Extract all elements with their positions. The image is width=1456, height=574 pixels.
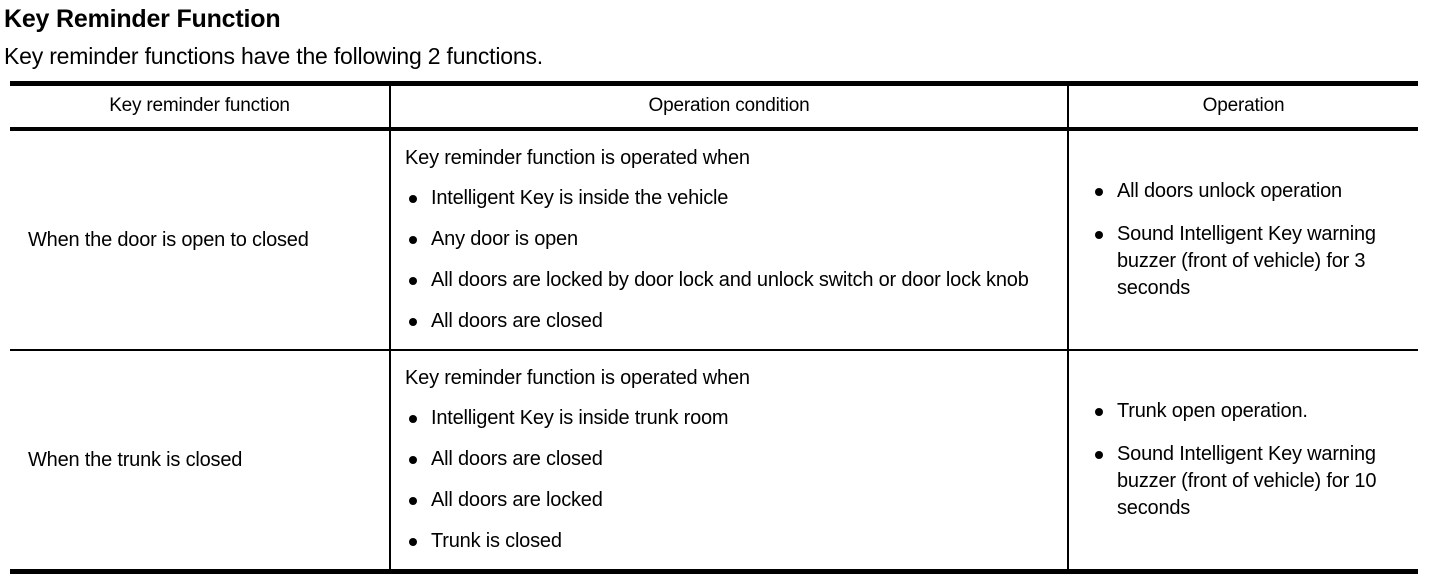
list-item: Trunk open operation. <box>1091 398 1408 425</box>
bullet-icon <box>409 538 417 546</box>
list-item-label: Intelligent Key is inside trunk room <box>431 407 729 429</box>
condition-bullet-list: Intelligent Key is inside the vehicle An… <box>405 185 1053 335</box>
column-header-operation: Operation <box>1067 86 1418 131</box>
cell-operation: All doors unlock operation Sound Intelli… <box>1067 129 1418 350</box>
list-item: All doors are locked <box>405 487 1053 514</box>
table-body: When the door is open to closed Key remi… <box>10 129 1418 569</box>
bullet-icon <box>1095 451 1103 459</box>
list-item-label: All doors unlock operation <box>1117 180 1342 202</box>
list-item-label: All doors are closed <box>431 310 603 332</box>
intro-paragraph: Key reminder functions have the followin… <box>4 43 543 69</box>
cell-operation-condition: Key reminder function is operated when I… <box>389 349 1068 569</box>
bullet-icon <box>1095 408 1103 416</box>
column-header-key-reminder-function: Key reminder function <box>10 86 390 131</box>
bullet-icon <box>409 456 417 464</box>
key-reminder-function-table: Key reminder function Operation conditio… <box>10 86 1418 569</box>
cell-operation: Trunk open operation. Sound Intelligent … <box>1067 349 1418 569</box>
bullet-icon <box>409 195 417 203</box>
column-header-operation-condition: Operation condition <box>389 86 1068 131</box>
table-row: When the door is open to closed Key remi… <box>10 129 1418 350</box>
list-item-label: Sound Intelligent Key warning buzzer (fr… <box>1117 223 1376 299</box>
list-item: Sound Intelligent Key warning buzzer (fr… <box>1091 221 1408 302</box>
bullet-icon <box>1095 231 1103 239</box>
list-item: Any door is open <box>405 226 1053 253</box>
bullet-icon <box>409 236 417 244</box>
table-row: When the trunk is closed Key reminder fu… <box>10 349 1418 569</box>
bullet-icon <box>409 497 417 505</box>
list-item: All doors unlock operation <box>1091 178 1408 205</box>
condition-bullet-list: Intelligent Key is inside trunk room All… <box>405 405 1053 555</box>
bullet-icon <box>409 318 417 326</box>
page-title: Key Reminder Function <box>4 5 281 33</box>
list-item-label: All doors are closed <box>431 448 603 470</box>
condition-lead-text: Key reminder function is operated when <box>405 147 750 169</box>
list-item: All doors are closed <box>405 446 1053 473</box>
operation-bullet-list: All doors unlock operation Sound Intelli… <box>1091 178 1408 302</box>
spec-table-container: Key reminder function Operation conditio… <box>10 81 1418 574</box>
list-item: Sound Intelligent Key warning buzzer (fr… <box>1091 441 1408 522</box>
cell-function-name: When the door is open to closed <box>28 229 309 251</box>
list-item-label: All doors are locked <box>431 489 603 511</box>
list-item-label: Any door is open <box>431 228 578 250</box>
table-header-row: Key reminder function Operation conditio… <box>10 86 1418 131</box>
bullet-icon <box>409 277 417 285</box>
cell-operation-condition: Key reminder function is operated when I… <box>389 129 1068 350</box>
list-item: Intelligent Key is inside the vehicle <box>405 185 1053 212</box>
list-item: All doors are closed <box>405 308 1053 335</box>
list-item-label: Trunk is closed <box>431 530 562 552</box>
list-item: Trunk is closed <box>405 528 1053 555</box>
list-item: All doors are locked by door lock and un… <box>405 267 1053 294</box>
bullet-icon <box>1095 188 1103 196</box>
list-item-label: Intelligent Key is inside the vehicle <box>431 187 729 209</box>
table-header: Key reminder function Operation conditio… <box>10 86 1418 131</box>
bullet-icon <box>409 415 417 423</box>
list-item-label: Sound Intelligent Key warning buzzer (fr… <box>1117 443 1377 519</box>
cell-function-name: When the trunk is closed <box>10 349 390 569</box>
list-item: Intelligent Key is inside trunk room <box>405 405 1053 432</box>
condition-lead-text: Key reminder function is operated when <box>405 367 750 389</box>
operation-bullet-list: Trunk open operation. Sound Intelligent … <box>1091 398 1408 522</box>
list-item-label: All doors are locked by door lock and un… <box>431 269 1029 291</box>
list-item-label: Trunk open operation. <box>1117 400 1308 422</box>
document-page: Key Reminder Function Key reminder funct… <box>4 5 1418 574</box>
